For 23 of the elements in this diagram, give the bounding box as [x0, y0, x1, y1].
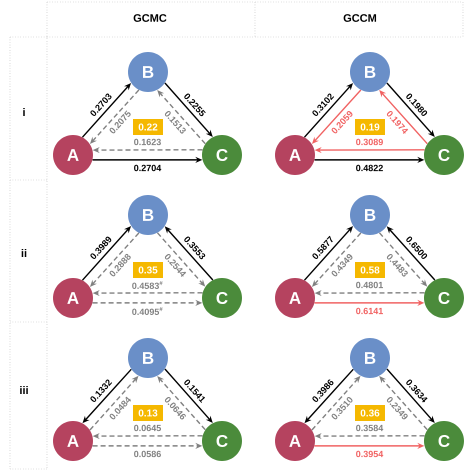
edge-label: 0.6141	[356, 308, 383, 314]
edge-label: 0.4095$^{#}$	[132, 307, 163, 315]
value-box: 0.36	[355, 405, 385, 421]
edge-label: 0.0586	[134, 450, 161, 458]
edge-label: 0.1623	[134, 138, 161, 146]
edge-label: 0.0645	[134, 424, 161, 432]
edge-label: 0.4801	[356, 282, 383, 288]
edge-label: 0.3584	[356, 424, 384, 432]
value-box: 0.19	[355, 119, 385, 135]
value-box: 0.35	[133, 262, 163, 278]
value-box: 0.22	[133, 119, 163, 135]
edge-label: 0.4822	[356, 164, 383, 172]
row-label: i	[23, 108, 25, 116]
edge-label: 0.2704	[134, 164, 162, 172]
edge-label: 0.3089	[356, 138, 383, 146]
row-label: iii	[20, 386, 28, 394]
column-header: GCMC	[134, 14, 166, 22]
value-box: 0.13	[133, 405, 163, 421]
edge-label: 0.4583$^{#}$	[132, 280, 163, 289]
column-header: GCCM	[344, 14, 376, 22]
value-box: 0.58	[355, 262, 385, 278]
row-label: ii	[22, 249, 26, 257]
edge-label: 0.3954	[356, 450, 384, 458]
